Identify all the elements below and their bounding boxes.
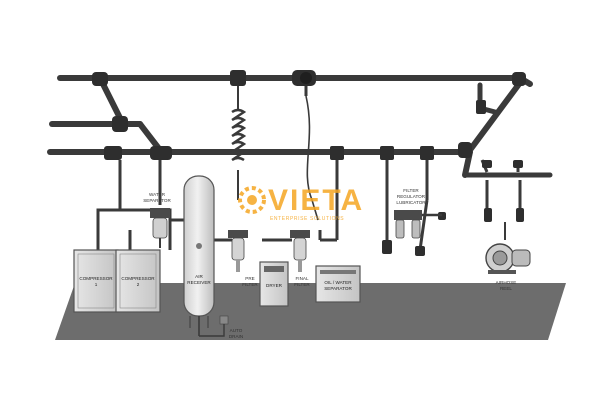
compressor-piping xyxy=(96,160,339,250)
drop-valves xyxy=(382,160,524,256)
airhose-reel xyxy=(485,222,531,274)
dryer-label: DRYER xyxy=(266,283,283,288)
compressor-1 xyxy=(73,249,119,313)
water-separator xyxy=(150,208,170,248)
drop-hose xyxy=(304,86,319,221)
coiled-air-hose xyxy=(231,86,247,200)
floor-slab xyxy=(55,283,566,340)
air-receiver xyxy=(183,175,229,337)
watermark-brand: VIETA xyxy=(268,184,364,217)
watermark-logo xyxy=(238,186,266,214)
dryer xyxy=(259,261,289,307)
pipe-fittings xyxy=(92,70,526,160)
compressor-2 xyxy=(115,249,161,313)
filter-regulator-lubricator xyxy=(394,210,442,239)
watermark-tagline: ENTERPRISE SOLUTIONS xyxy=(270,216,344,222)
final-filter xyxy=(290,230,310,272)
oil-water-separator xyxy=(315,265,361,303)
pre-filter xyxy=(228,230,248,272)
